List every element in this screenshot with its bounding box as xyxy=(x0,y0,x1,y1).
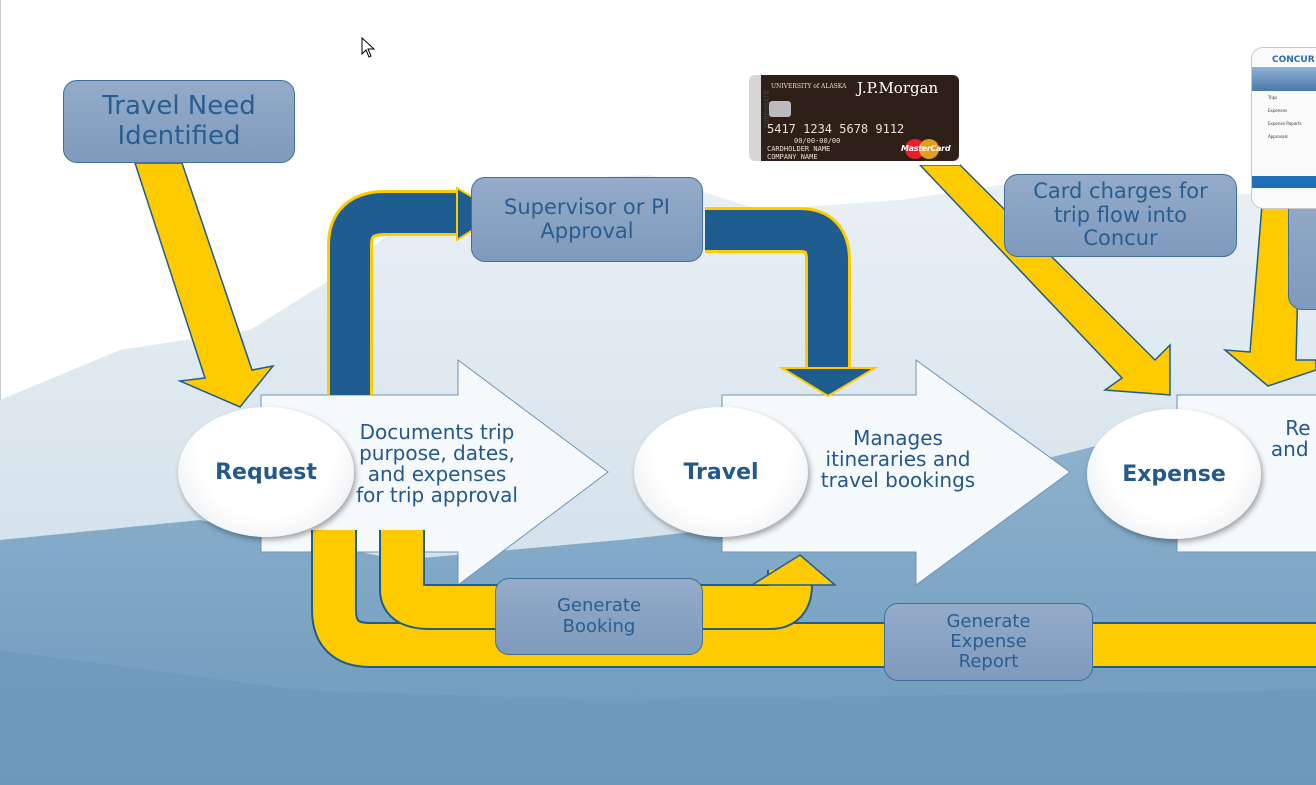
need-to-request-arrow xyxy=(133,162,275,408)
foreground-background xyxy=(0,650,1316,785)
card-to-expense-arrow xyxy=(918,164,1171,396)
request-stage-circle: Request xyxy=(178,407,354,537)
card-network: MasterCard xyxy=(901,144,951,153)
card-issuer: J.P.Morgan xyxy=(857,79,939,97)
expense-description: Re ex and rei r xyxy=(1270,416,1316,461)
approval-path xyxy=(330,193,462,395)
card-dates: 00/00-00/00 xyxy=(794,137,841,145)
card-number: 5417 1234 5678 9112 xyxy=(767,122,905,136)
approval-box: Supervisor or PI Approval xyxy=(471,177,703,262)
generate-booking-box: Generate Booking xyxy=(495,578,703,655)
travel-need-box: Travel Need Identified xyxy=(63,80,295,163)
travel-stage-circle: Travel xyxy=(634,407,808,537)
corporate-card-image: CORPORATE UNIVERSITY of ALASKA J.P.Morga… xyxy=(745,73,960,165)
approved-path xyxy=(705,210,848,370)
concur-phone-image: CONCUR Trips Expenses Expense Reports Ap… xyxy=(1251,47,1316,209)
mouse-cursor-icon xyxy=(361,36,376,58)
phone-app-name: CONCUR xyxy=(1272,55,1315,65)
chip-icon xyxy=(769,101,791,117)
card-charges-box: Card charges for trip flow into Concur xyxy=(1004,174,1237,257)
phone-banner xyxy=(1252,67,1316,91)
phone-item: Trips xyxy=(1268,95,1278,100)
card-company: COMPANY NAME xyxy=(767,153,818,161)
phone-item: Expenses xyxy=(1268,108,1288,113)
booking-arrowhead xyxy=(749,554,838,586)
request-description: Documents trip purpose, dates, and expen… xyxy=(356,420,518,507)
request-chevron xyxy=(260,359,609,587)
expense-report-path xyxy=(313,530,1316,666)
travel-chevron xyxy=(721,359,1071,586)
expense-stage-circle: Expense xyxy=(1087,409,1261,539)
card-holder: CARDHOLDER NAME xyxy=(767,145,831,153)
travel-description: Manages itineraries and travel bookings xyxy=(820,426,976,492)
card-university: UNIVERSITY of ALASKA xyxy=(771,83,847,90)
approved-arrowhead xyxy=(778,367,879,398)
clipped-box xyxy=(1288,190,1316,310)
mastercard-logo-circle xyxy=(919,139,939,159)
phone-item: Expense Reports xyxy=(1268,121,1302,126)
phone-item: Approvals xyxy=(1268,134,1288,139)
phone-tab-bar xyxy=(1252,176,1316,188)
generate-expense-report-box: Generate Expense Report xyxy=(884,603,1093,681)
